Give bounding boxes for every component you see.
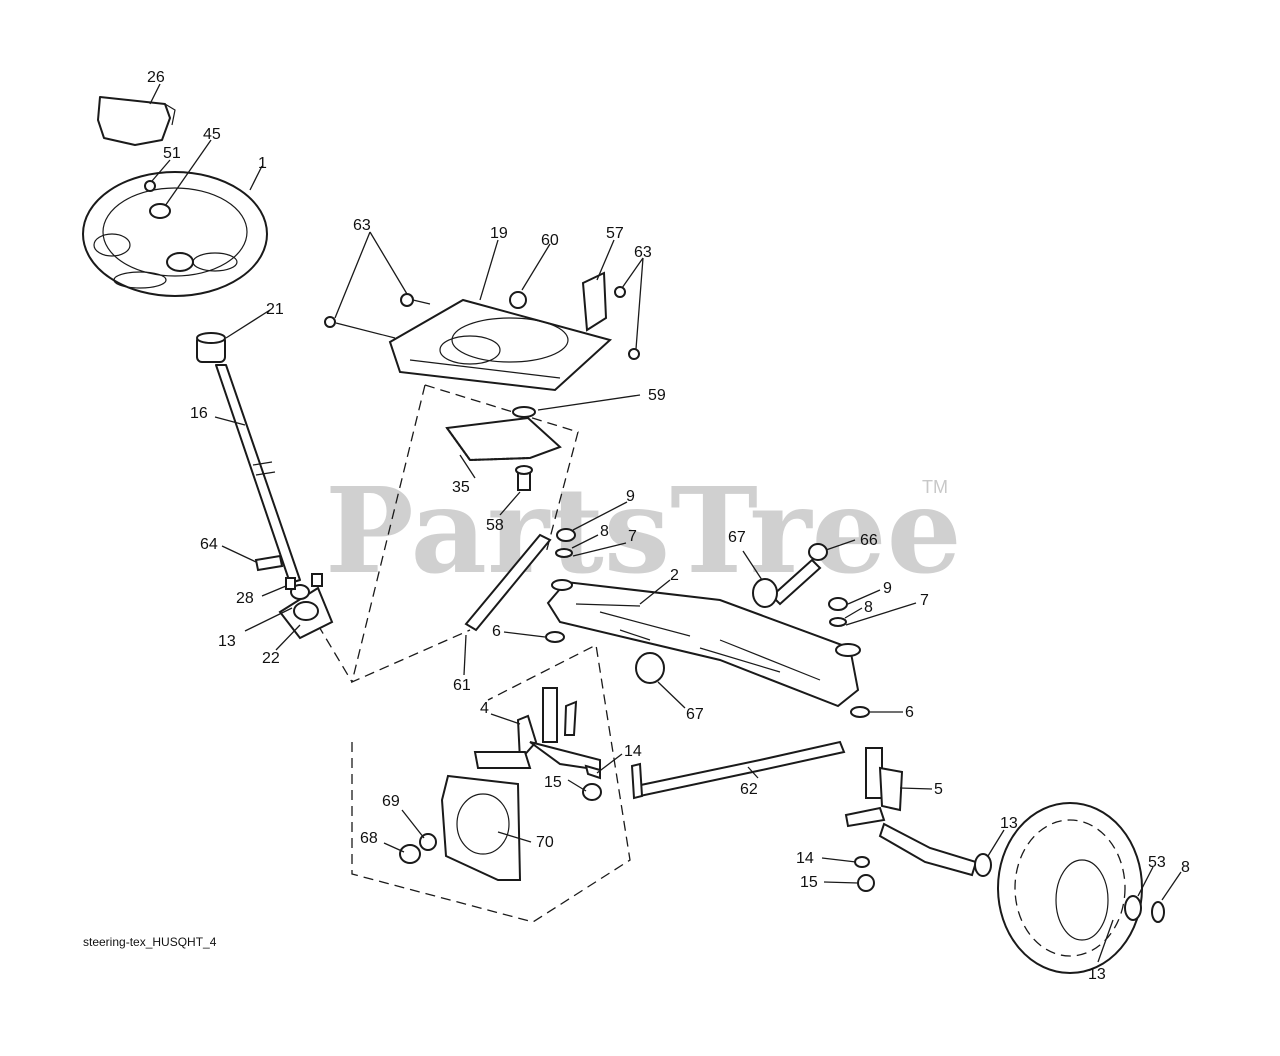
- callout-15a: 15: [544, 774, 562, 791]
- steering-cap-part: [97, 96, 171, 146]
- pivot-bolt-part: [635, 543, 828, 684]
- callout-26: 26: [147, 69, 165, 86]
- steering-bracket-part: [399, 774, 522, 881]
- bushing-part: [196, 332, 226, 363]
- callout-51: 51: [163, 145, 181, 162]
- callout-13a: 13: [218, 633, 236, 650]
- column-outline: [317, 624, 353, 683]
- callout-16: 16: [190, 405, 208, 422]
- callout-63a: 63: [353, 217, 371, 234]
- callout-8c: 8: [1181, 859, 1190, 876]
- callout-14b: 14: [796, 850, 814, 867]
- drag-link-part: [464, 533, 552, 632]
- callout-64: 64: [200, 536, 218, 553]
- callout-68: 68: [360, 830, 378, 847]
- steering-support-plate-part: [324, 293, 613, 392]
- callout-labels: 26 45 51 1 21 16 64 28 13 22 63 19 60 57…: [147, 69, 1190, 983]
- callout-19: 19: [490, 225, 508, 242]
- right-spindle-part: [844, 747, 978, 892]
- steering-shaft-part: [215, 364, 301, 584]
- callout-8a: 8: [600, 523, 609, 540]
- callout-13c: 13: [1088, 966, 1106, 983]
- steering-mount-plate-part: [254, 554, 334, 640]
- leader-lines: [149, 83, 1182, 963]
- callout-35: 35: [452, 479, 470, 496]
- left-spindle-part: [473, 687, 602, 801]
- callout-7b: 7: [920, 592, 929, 609]
- callout-67b: 67: [686, 706, 704, 723]
- callout-67a: 67: [728, 529, 746, 546]
- callout-28: 28: [236, 590, 254, 607]
- callout-8b: 8: [864, 599, 873, 616]
- callout-45: 45: [203, 126, 221, 143]
- callout-1: 1: [258, 155, 267, 172]
- callout-9b: 9: [883, 580, 892, 597]
- watermark-brand: PartsTree: [325, 461, 962, 600]
- callout-7a: 7: [628, 528, 637, 545]
- callout-69: 69: [382, 793, 400, 810]
- callout-53: 53: [1148, 854, 1166, 871]
- callout-2: 2: [670, 567, 679, 584]
- callout-22: 22: [262, 650, 280, 667]
- callout-15b: 15: [800, 874, 818, 891]
- front-wheel-part: [974, 802, 1165, 974]
- steering-wheel-part: [82, 171, 268, 297]
- callout-21: 21: [266, 301, 284, 318]
- sector-gear-part: [445, 406, 562, 491]
- callout-14a: 14: [624, 743, 642, 760]
- callout-58: 58: [486, 517, 504, 534]
- callout-62: 62: [740, 781, 758, 798]
- callout-57: 57: [606, 225, 624, 242]
- assembly-outline-lower: [351, 644, 631, 923]
- callout-63b: 63: [634, 244, 652, 261]
- callout-4: 4: [480, 700, 489, 717]
- callout-60: 60: [541, 232, 559, 249]
- callout-13b: 13: [1000, 815, 1018, 832]
- diagram-caption: steering-tex_HUSQHT_4: [83, 935, 217, 949]
- callout-61: 61: [453, 677, 471, 694]
- bracket-hardware-part: [509, 271, 640, 360]
- axle-hardware-part: [545, 528, 870, 718]
- callout-5: 5: [934, 781, 943, 798]
- watermark-trademark: TM: [922, 477, 948, 497]
- callout-59: 59: [648, 387, 666, 404]
- callout-66: 66: [860, 532, 878, 549]
- callout-70: 70: [536, 834, 554, 851]
- front-axle-part: [546, 579, 861, 708]
- callout-6b: 6: [905, 704, 914, 721]
- callout-6a: 6: [492, 623, 501, 640]
- callout-9a: 9: [626, 488, 635, 505]
